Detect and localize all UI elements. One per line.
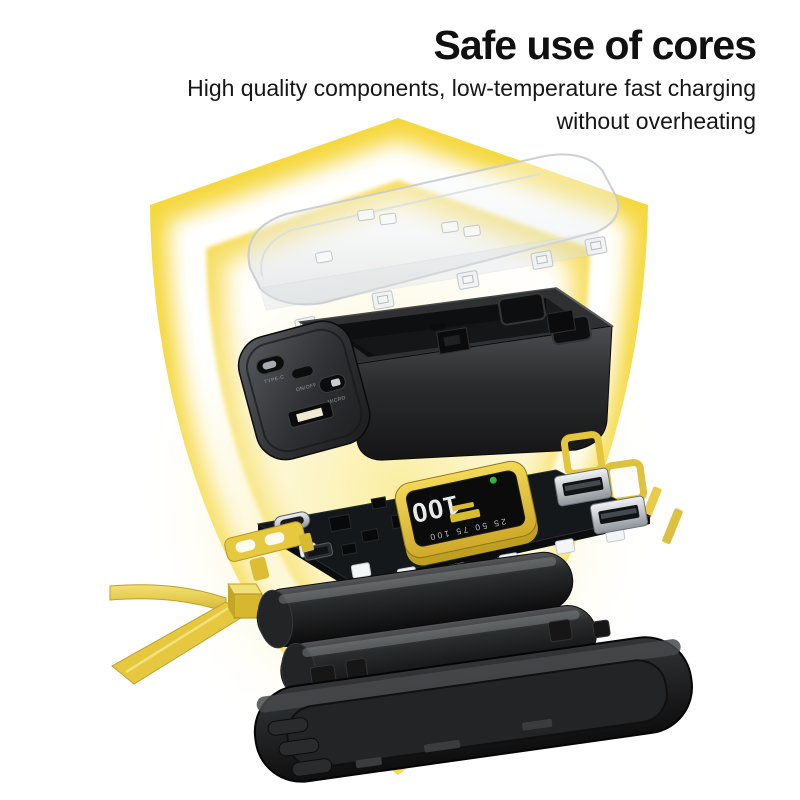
ribbon-highlight (125, 605, 231, 674)
on-off-port (291, 365, 314, 380)
display-led-icon (489, 476, 497, 484)
contact-hole-1 (235, 539, 256, 553)
page-title: Safe use of cores (433, 22, 757, 68)
usb-out-slot (287, 401, 334, 428)
tray-inner-notches (355, 718, 553, 769)
panel-face (237, 320, 371, 461)
subtitle-line-2: without overheating (556, 108, 756, 134)
front-port-panel: TYPE-C ON/OFF MICRO (237, 320, 371, 461)
cover-surface-holes (315, 208, 481, 264)
usb-a-port-1 (553, 467, 613, 507)
contact-strip-2 (662, 508, 683, 544)
contact-tab-small (298, 532, 315, 553)
display-text-badge (449, 502, 481, 523)
type-c-port (256, 355, 285, 375)
pcb-board: 100 25 50 75 100 (256, 460, 652, 590)
tray-left-ridges (267, 717, 333, 777)
battery-cell-top (256, 551, 574, 649)
transparent-top-cover (247, 153, 620, 337)
ribbon-connector-block (227, 583, 263, 619)
lcd-display-module: 100 25 50 75 100 (394, 460, 538, 566)
tray-rim-highlight (256, 639, 681, 713)
usb-a-port-2 (589, 495, 649, 535)
subtitle-line-1: High quality components, low-temperature… (187, 75, 756, 101)
subtitle: High quality components, low-temperature… (187, 72, 756, 138)
micro-usb-port (318, 373, 346, 393)
type-c-label: TYPE-C (264, 374, 286, 385)
cover-ridge-line (260, 173, 541, 277)
tray-inner-floor (286, 659, 668, 769)
ribbon-cable (109, 583, 263, 685)
case-upper-frame: TYPE-C ON/OFF MICRO (237, 287, 615, 461)
header-text-block: Safe use of cores High quality component… (187, 22, 757, 138)
frame-clip-blocks (430, 309, 576, 355)
contact-hole-2 (264, 532, 285, 546)
frame-edge-highlight (555, 287, 613, 327)
cover-front-band (259, 231, 601, 311)
battery-contacts-left (224, 521, 315, 581)
frame-body-band (355, 325, 613, 461)
bottom-case-tray (253, 619, 693, 783)
micro-label: MICRO (327, 395, 347, 406)
cover-shell (247, 153, 620, 306)
contact-tab (249, 556, 270, 581)
on-off-label: ON/OFF (296, 382, 318, 393)
panel-seam (246, 328, 363, 453)
